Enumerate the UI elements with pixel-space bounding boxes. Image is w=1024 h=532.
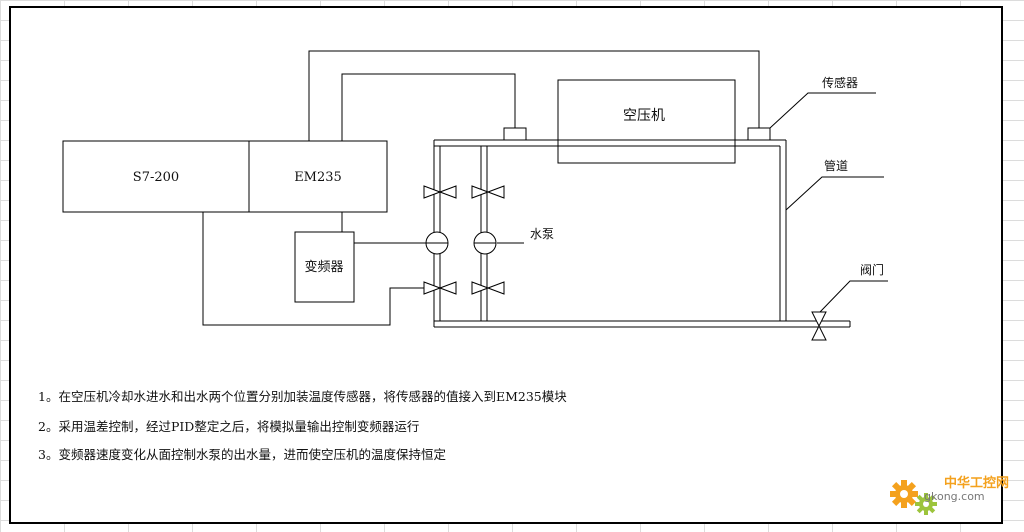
inlet-sensor (503, 127, 527, 141)
watermark-title: 中华工控网 (944, 476, 1010, 491)
outlet-valve (811, 311, 827, 341)
outlet-sensor (747, 127, 771, 141)
em235-box (248, 140, 388, 213)
em235-label: EM235 (294, 170, 342, 185)
sensor-wire-outlet (308, 50, 760, 141)
valve-upper-right (471, 185, 505, 199)
note-3: 3。变频器速度变化从面控制水泵的出水量，进而使空压机的温度保持恒定 (38, 447, 446, 462)
pipe-label: 管道 (824, 158, 848, 173)
compressor-label: 空压机 (623, 108, 665, 124)
watermark-url: gkong.com (924, 490, 985, 503)
pipe-network (433, 139, 851, 328)
sensor-wire-inlet (341, 73, 516, 141)
pipe-leader (785, 176, 884, 211)
valve-lower-left (423, 281, 457, 295)
inverter-box (294, 231, 355, 303)
plc-label: S7-200 (133, 170, 179, 185)
diagram-frame (9, 6, 1003, 524)
valve-upper-left (423, 185, 457, 199)
inverter-label: 变频器 (304, 259, 343, 275)
valve-leader (819, 280, 888, 313)
pump-label: 水泵 (530, 227, 554, 241)
watermark: 中华工控网 gkong.com (884, 468, 1010, 524)
sensor-leader (769, 92, 876, 129)
sensor-label: 传感器 (822, 75, 858, 90)
valve-label: 阀门 (860, 262, 884, 277)
control-loop-wire (202, 212, 424, 326)
valve-lower-right (471, 281, 505, 295)
note-2: 2。采用温差控制，经过PID整定之后，将模拟量输出控制变频器运行 (38, 419, 420, 434)
note-1: 1。在空压机冷却水进水和出水两个位置分别加装温度传感器，将传感器的值接入到EM2… (38, 389, 567, 404)
gear-logo-icon (890, 480, 937, 515)
compressor-box (557, 79, 736, 164)
